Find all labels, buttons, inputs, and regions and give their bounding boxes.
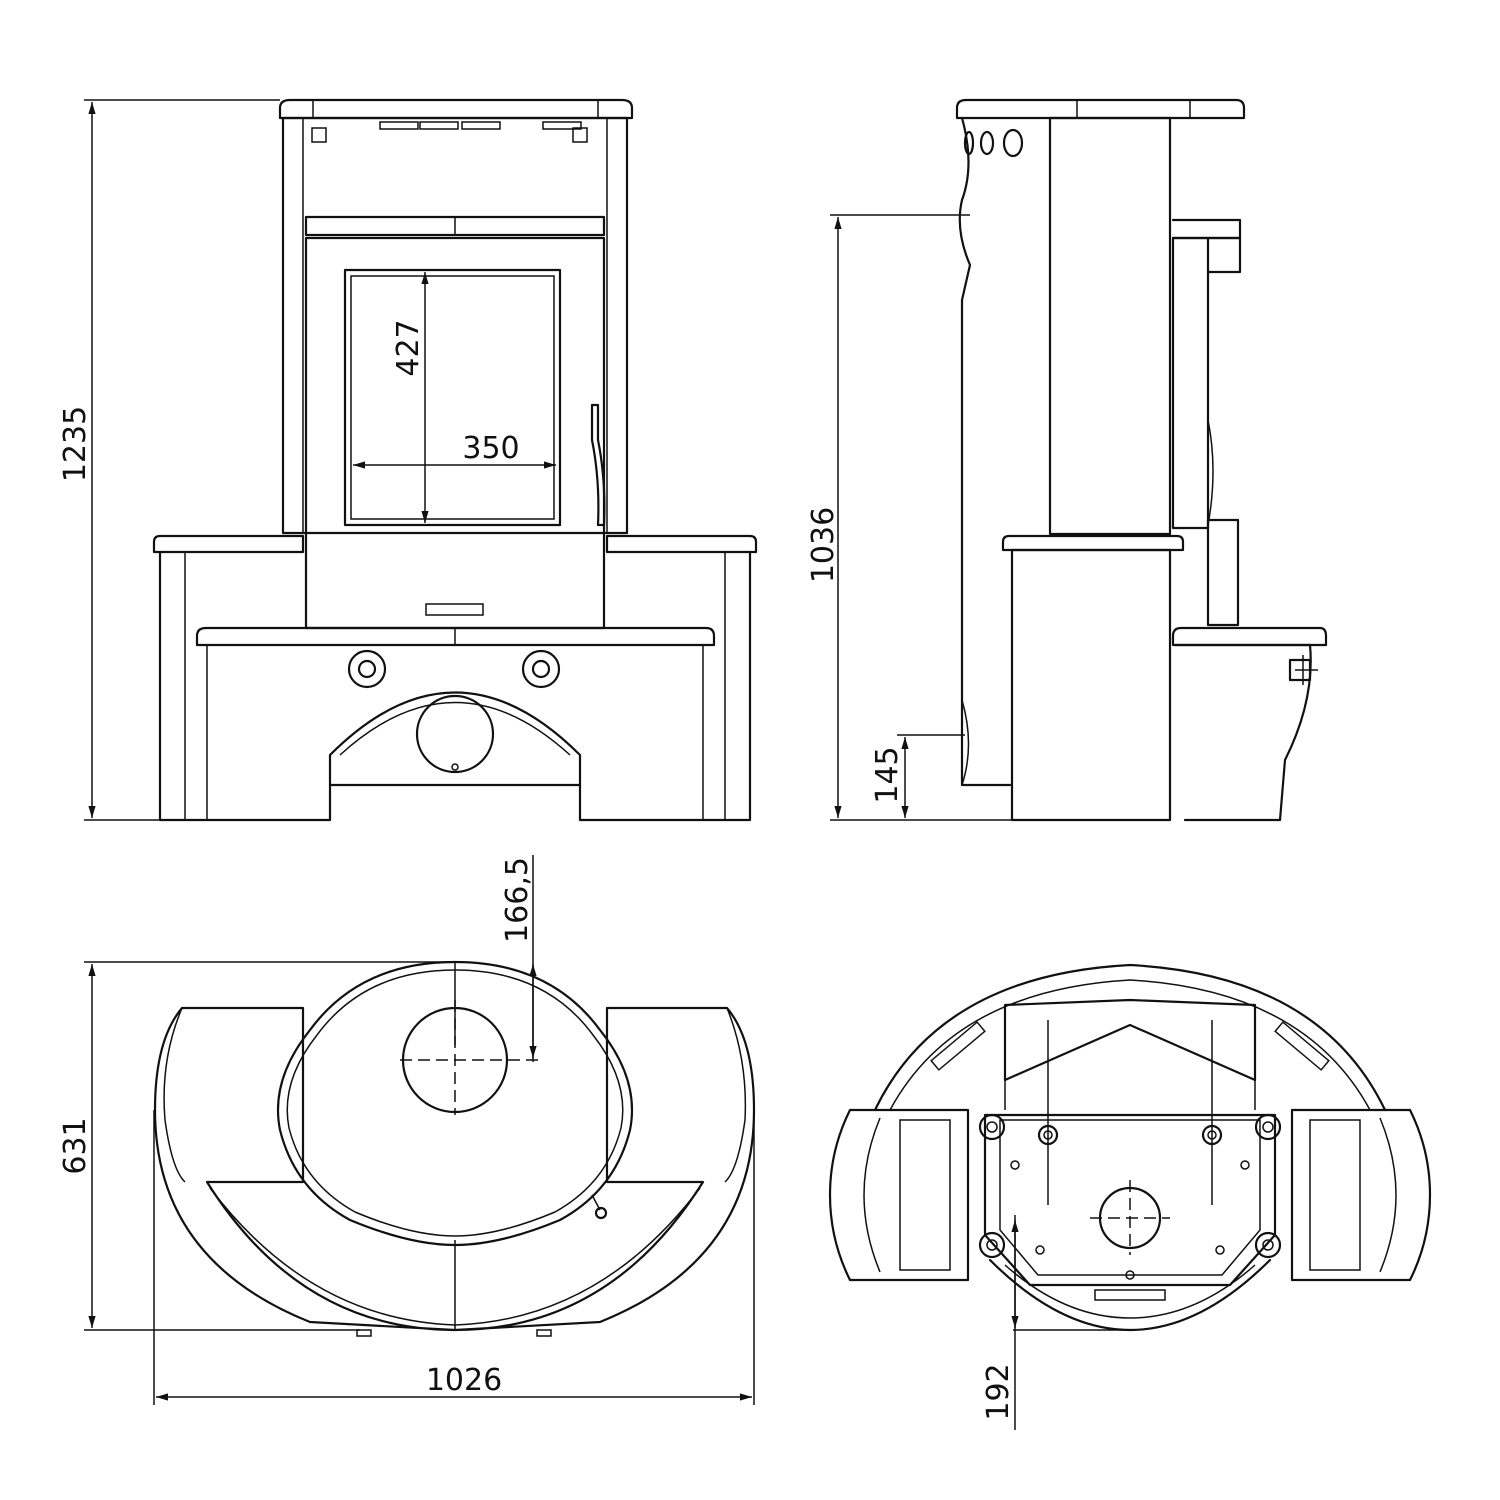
dim-350-label: 350 <box>462 431 519 466</box>
dim-1026-label: 1026 <box>426 1363 502 1398</box>
dim-145-label: 145 <box>870 746 905 803</box>
bottom-view <box>828 963 1432 1332</box>
front-view <box>152 98 758 822</box>
dim-1036-label: 1036 <box>806 507 841 583</box>
dim-631-label: 631 <box>58 1117 93 1174</box>
side-view <box>955 98 1328 822</box>
dim-192-label: 192 <box>981 1363 1016 1420</box>
dimension-lines <box>84 99 1130 1430</box>
dim-427-label: 427 <box>391 319 426 376</box>
dim-1235-label: 1235 <box>58 406 93 482</box>
top-view <box>153 960 756 1337</box>
dim-166-5-label: 166,5 <box>500 857 535 943</box>
